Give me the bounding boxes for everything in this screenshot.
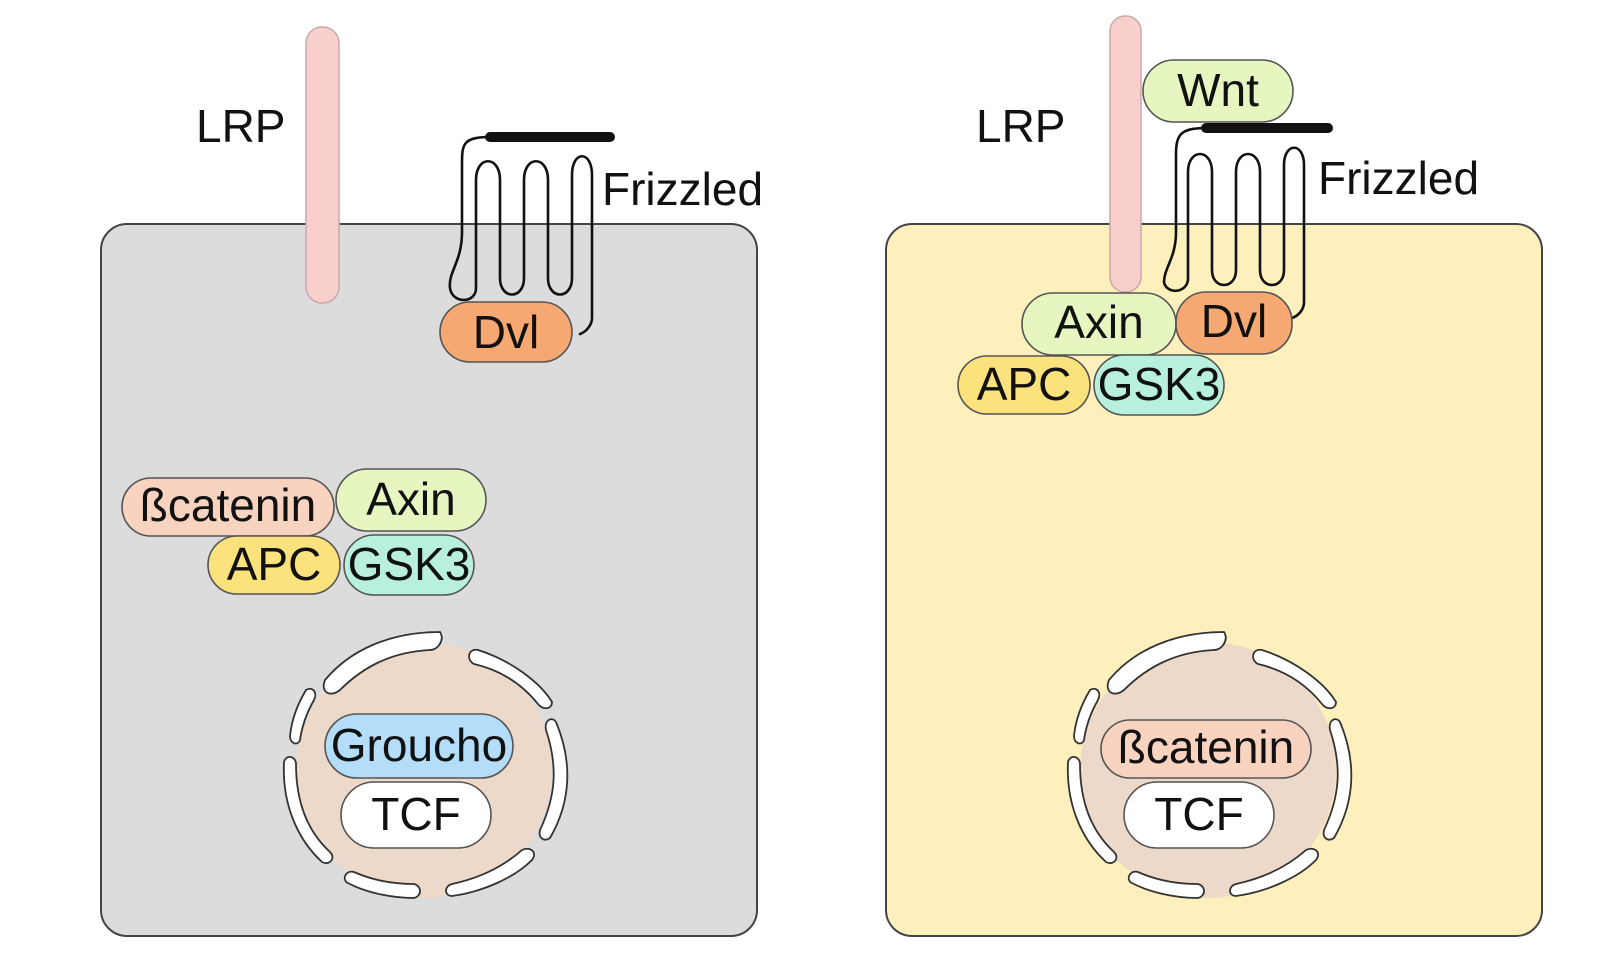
dvl-label: Dvl <box>1201 295 1267 347</box>
beta-catenin-protein: ßcatenin <box>1100 719 1312 779</box>
tcf-protein: TCF <box>340 781 492 849</box>
panel-wnt-on: LRP Wnt Frizzled Axin Dvl APC GSK3 <box>885 15 1543 937</box>
frizzled-receptor <box>448 132 615 336</box>
frizzled-receptor <box>1162 123 1333 320</box>
beta-catenin-label: ßcatenin <box>140 479 316 531</box>
dvl-protein: Dvl <box>439 301 573 363</box>
lrp-receptor <box>1109 15 1142 293</box>
groucho-protein: Groucho <box>324 713 514 779</box>
lrp-label: LRP <box>976 100 1065 152</box>
dvl-label: Dvl <box>473 306 539 358</box>
beta-catenin-protein: ßcatenin <box>121 477 335 537</box>
wnt-ligand: Wnt <box>1142 59 1294 123</box>
lrp-label: LRP <box>196 100 285 152</box>
tcf-protein: TCF <box>1123 781 1275 849</box>
apc-label: APC <box>977 358 1072 410</box>
axin-label: Axin <box>1054 296 1143 348</box>
beta-catenin-label: ßcatenin <box>1118 721 1294 773</box>
gsk3-label: GSK3 <box>1098 358 1221 410</box>
tcf-label: TCF <box>371 788 460 840</box>
apc-protein: APC <box>207 535 341 595</box>
axin-label: Axin <box>366 473 455 525</box>
apc-label: APC <box>227 538 322 590</box>
frizzled-label: Frizzled <box>1318 152 1479 204</box>
lrp-receptor <box>305 26 340 304</box>
frizzled-label: Frizzled <box>602 163 763 215</box>
groucho-label: Groucho <box>331 719 507 771</box>
tcf-label: TCF <box>1154 788 1243 840</box>
wnt-label: Wnt <box>1177 64 1259 116</box>
axin-protein: Axin <box>335 468 487 532</box>
dvl-protein: Dvl <box>1175 291 1293 355</box>
apc-protein: APC <box>957 355 1091 415</box>
axin-protein: Axin <box>1021 292 1177 356</box>
panel-wnt-off: LRP Frizzled Dvl ßcatenin Axin APC GSK3 <box>100 26 763 937</box>
gsk3-protein: GSK3 <box>343 534 475 596</box>
gsk3-label: GSK3 <box>348 538 471 590</box>
gsk3-protein: GSK3 <box>1093 354 1225 416</box>
